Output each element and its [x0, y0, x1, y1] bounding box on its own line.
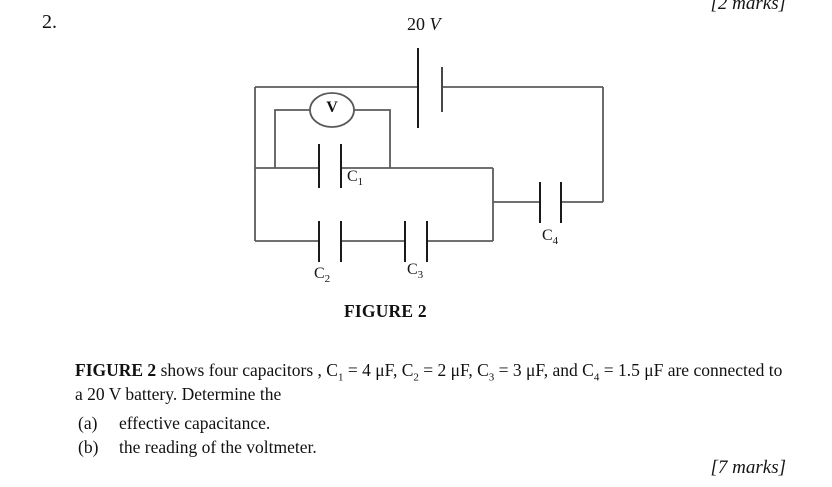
voltmeter-circle [309, 92, 355, 128]
c1-label: C1 [347, 168, 364, 189]
wire-voltmeter-right [354, 109, 391, 168]
part-text: effective capacitance. [119, 413, 271, 433]
figure-caption: FIGURE 2 [344, 301, 427, 321]
part-marker: (a) [78, 413, 98, 433]
c3-label: C3 [407, 261, 424, 282]
part-text: the reading of the voltmeter. [119, 437, 317, 457]
component-plates [318, 48, 562, 262]
wire-voltmeter-left [274, 109, 310, 168]
figure-reference: FIGURE 2 [75, 359, 157, 380]
question-part-a: (a) effective capacitance. [78, 411, 317, 435]
voltmeter-label: V [326, 99, 338, 116]
c4-label: C4 [542, 227, 559, 248]
question-parts: (a) effective capacitance. (b) the readi… [78, 411, 317, 459]
question-part-b: (b) the reading of the voltmeter. [78, 435, 317, 459]
marks-top: [2 marks] [710, 0, 786, 14]
battery-voltage-label: 20 V [407, 14, 441, 34]
question-number: 2. [42, 11, 57, 33]
marks-bottom: [7 marks] [710, 457, 786, 478]
part-marker: (b) [78, 437, 99, 457]
problem-statement: FIGURE 2 shows four capacitors , C1 = 4 … [75, 359, 783, 404]
c2-label: C2 [314, 265, 331, 286]
circuit-wires [254, 86, 604, 242]
